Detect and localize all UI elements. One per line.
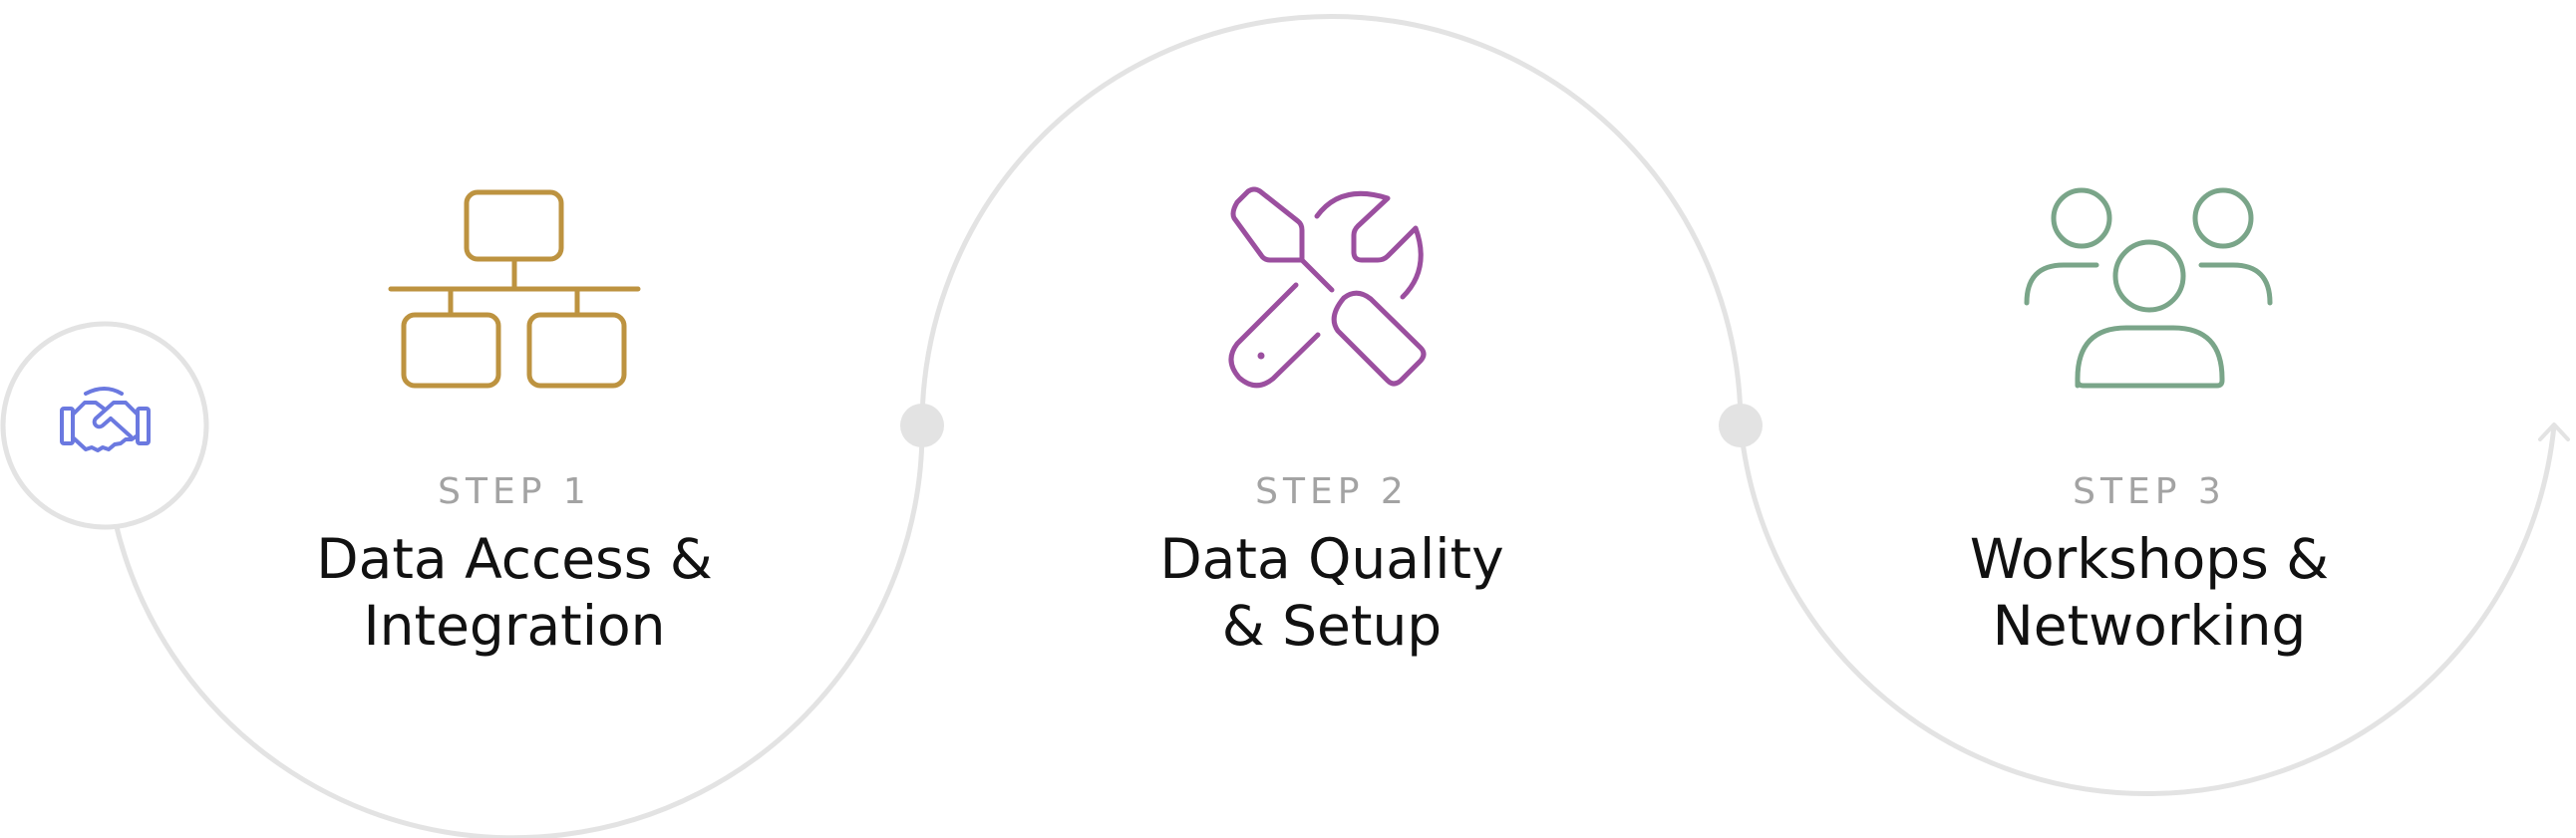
step-2: STEP 2 Data Quality & Setup (1053, 466, 1611, 660)
step-3-label: STEP 3 (2073, 471, 2226, 512)
step-2-label: STEP 2 (1255, 471, 1409, 512)
handshake-icon (60, 387, 151, 452)
track-segment-2 (919, 14, 1744, 428)
track-segment-3 (1738, 422, 2557, 797)
track-segment-1 (113, 422, 925, 838)
connector-dot-1 (900, 404, 944, 447)
step-3: STEP 3 Workshops & Networking (1870, 466, 2428, 660)
arrow-up-icon (2538, 422, 2570, 441)
step-2-title: Data Quality & Setup (1159, 527, 1504, 658)
step-1: STEP 1 Data Access & Integration (235, 466, 794, 660)
step-3-title: Workshops & Networking (1969, 527, 2330, 658)
connector-dot-2 (1719, 404, 1763, 447)
people-group-icon (2024, 187, 2273, 389)
step-1-label: STEP 1 (438, 471, 591, 512)
process-track (113, 14, 2557, 838)
network-diagram-icon (388, 189, 641, 389)
step-1-title: Data Access & Integration (316, 527, 713, 658)
wrench-screwdriver-icon (1228, 186, 1427, 389)
start-node (0, 321, 209, 530)
